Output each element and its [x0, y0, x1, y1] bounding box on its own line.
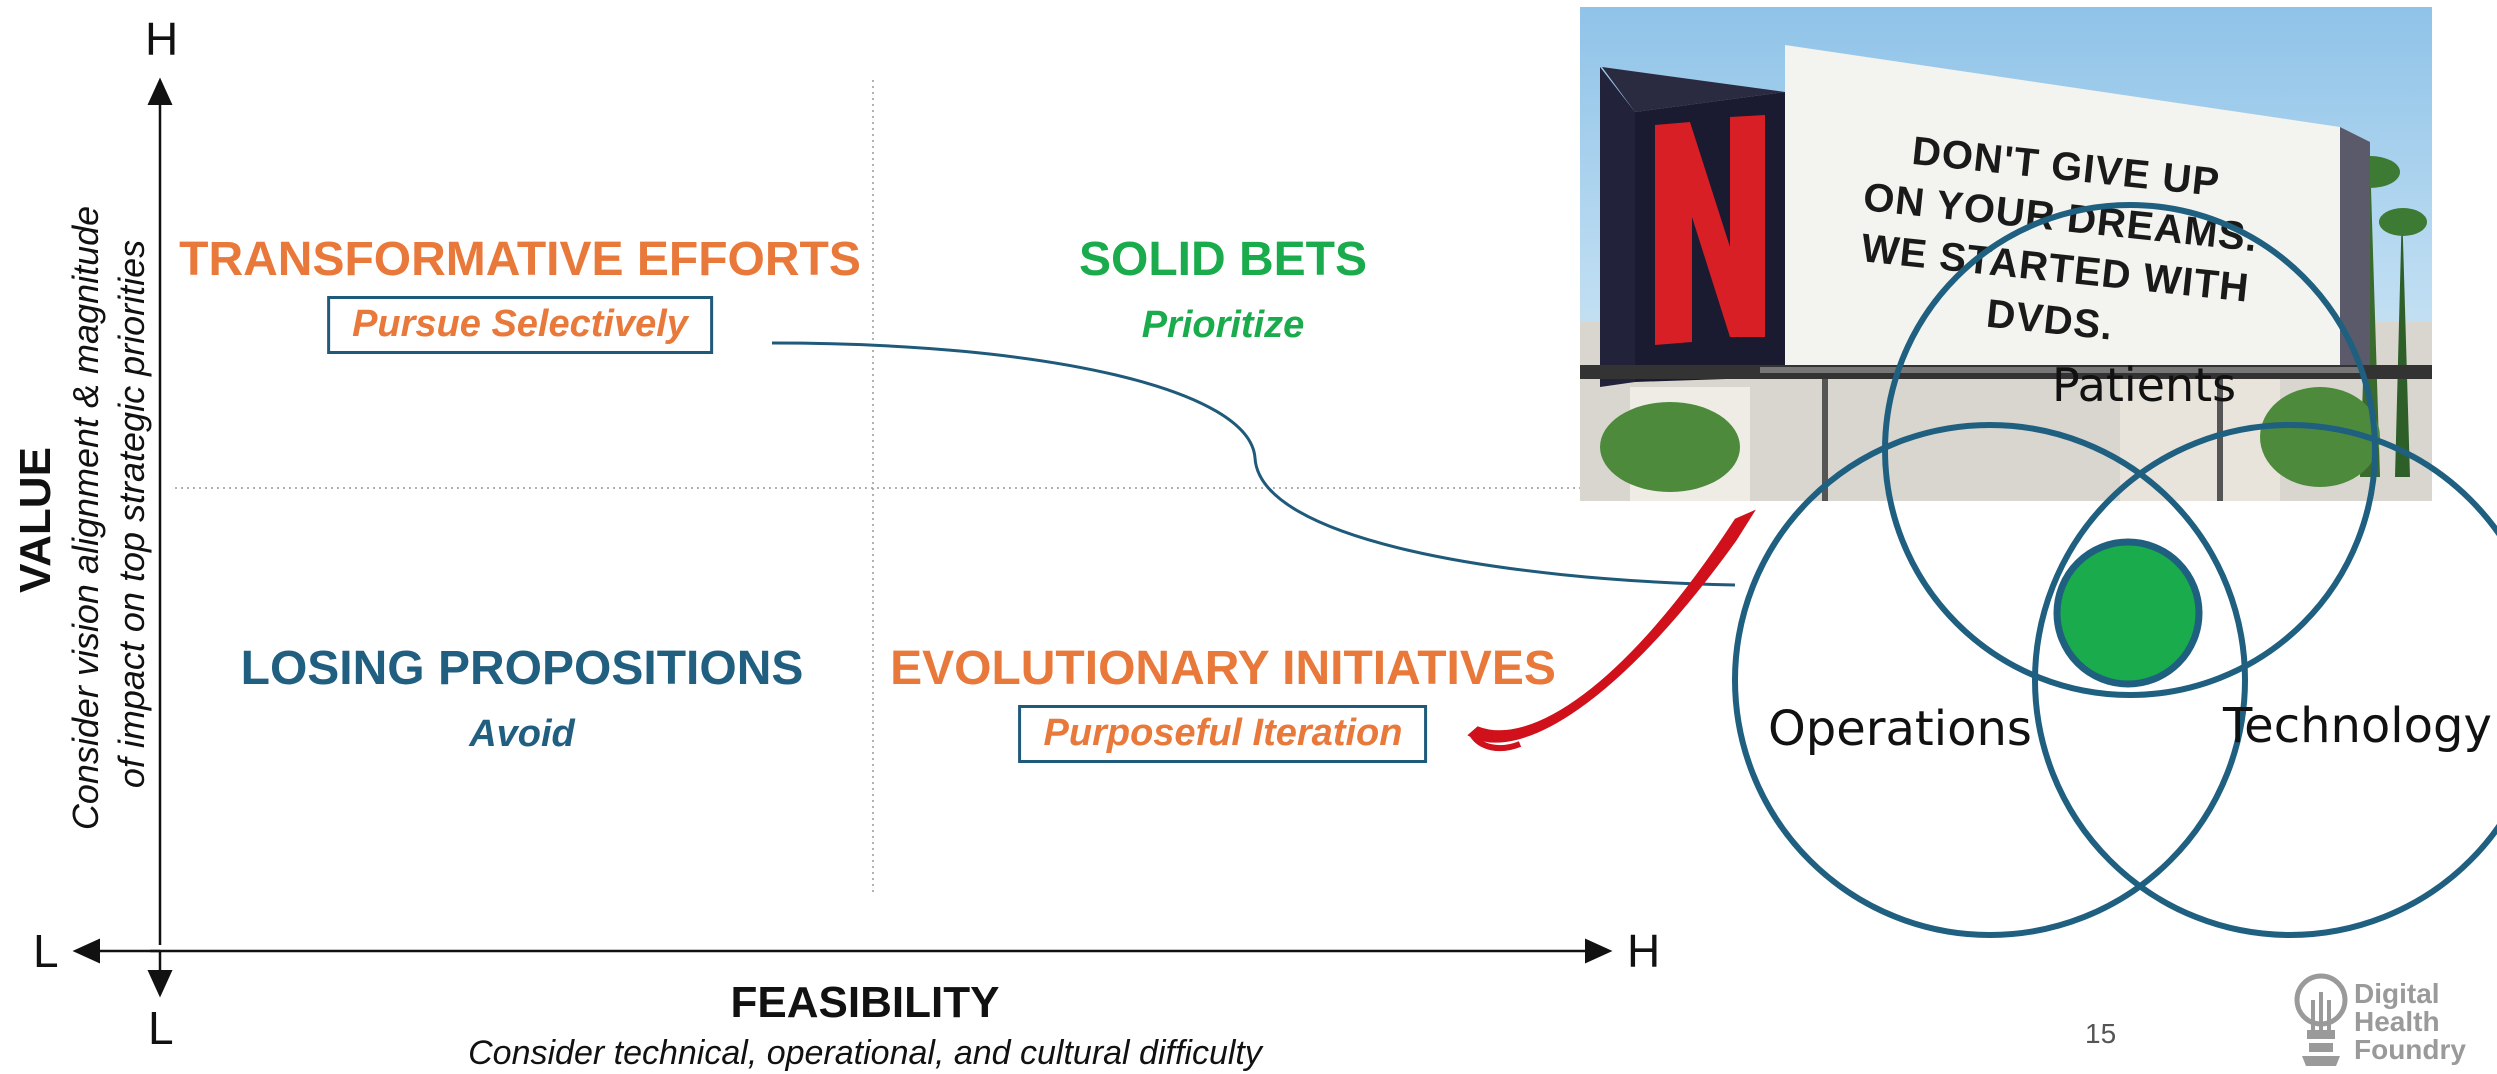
quadrant-title-solid-bets: SOLID BETS	[1078, 233, 1368, 286]
quadrant-action-transformative: Pursue Selectively	[352, 303, 688, 345]
venn-center-dot	[2053, 538, 2203, 688]
logo-line-2: Health	[2354, 1006, 2440, 1037]
venn-label-technology: Technology	[2223, 698, 2492, 754]
quadrant-transformative: TRANSFORMATIVE EFFORTS Pursue Selectivel…	[179, 236, 861, 354]
venn-circle-technology	[2032, 422, 2497, 938]
red-arrow-tail	[1469, 732, 1522, 752]
venn-label-operations: Operations	[1768, 701, 2032, 757]
quadrant-title-losing: LOSING PROPOSITIONS	[240, 642, 804, 695]
x-axis-high-label: H	[1627, 925, 1661, 977]
logo-line-3: Foundry	[2354, 1034, 2466, 1065]
venn-label-patients: Patients	[2052, 358, 2237, 412]
quadrant-action-solid-bets: Prioritize	[1141, 304, 1305, 346]
page-number: 15	[2085, 1018, 2117, 1049]
quadrant-solid-bets: SOLID BETS Prioritize	[1078, 233, 1368, 346]
x-axis-subtitle: Consider technical, operational, and cul…	[468, 1034, 1262, 1072]
logo-line-1: Digital	[2354, 978, 2440, 1009]
x-axis-title: FEASIBILITY	[730, 978, 1000, 1027]
lightbulb-icon	[2294, 973, 2348, 1066]
quadrant-action-evolutionary: Purposeful Iteration	[1043, 712, 1403, 754]
digital-health-foundry-logo: Digital Health Foundry	[2292, 970, 2492, 1070]
quadrant-action-losing: Avoid	[469, 713, 575, 755]
connector-curve	[771, 341, 1736, 587]
y-axis-high-label: H	[145, 13, 179, 65]
quadrant-losing: LOSING PROPOSITIONS Avoid	[240, 642, 804, 755]
quadrant-title-transformative: TRANSFORMATIVE EFFORTS	[179, 233, 861, 286]
red-arrow	[1467, 509, 1756, 743]
quadrant-evolutionary: EVOLUTIONARY INITIATIVES Purposeful Iter…	[890, 645, 1556, 763]
venn-circle-operations	[1732, 422, 2248, 938]
x-axis-low-label: L	[33, 925, 59, 977]
quadrant-title-evolutionary: EVOLUTIONARY INITIATIVES	[890, 642, 1556, 695]
y-axis-low-label: L	[148, 1002, 174, 1054]
